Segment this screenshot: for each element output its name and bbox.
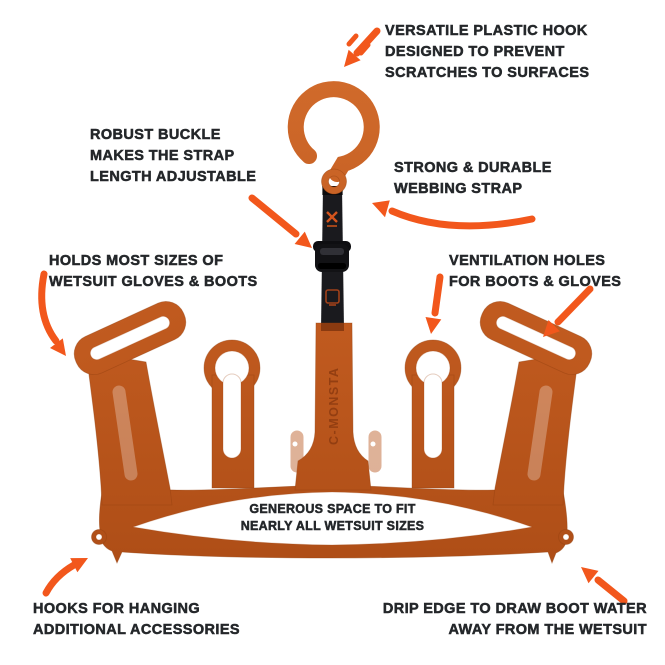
- wetsuit-opening: [131, 491, 534, 546]
- callout-strap: STRONG & DURABLE WEBBING STRAP: [394, 160, 552, 198]
- strap-socket: [321, 323, 344, 331]
- strap-logo: [326, 211, 338, 223]
- callout-holds: HOLDS MOST SIZES OF WETSUIT GLOVES & BOO…: [49, 253, 258, 291]
- arrow-to-buckle: [248, 194, 312, 248]
- embossed-brand: C-MONSTA: [327, 367, 341, 445]
- callout-accessory-hooks: HOOKS FOR HANGING ADDITIONAL ACCESSORIES: [33, 601, 240, 639]
- left-arm-slot: [112, 385, 138, 481]
- arrow-to-drip-edge: [581, 567, 628, 605]
- right-finger-hole: [370, 441, 376, 447]
- strap-buckle: [313, 241, 351, 272]
- left-finger-hole: [292, 441, 298, 447]
- arrow-to-hook: [344, 27, 381, 67]
- strap-logo-lower: [325, 289, 340, 306]
- callout-buckle: ROBUST BUCKLE MAKES THE STRAP LENGTH ADJ…: [90, 127, 257, 186]
- callout-hook: VERSATILE PLASTIC HOOK DESIGNED TO PREVE…: [385, 23, 590, 82]
- arrow-to-right-holder: [543, 285, 594, 337]
- callout-drip-edge: DRIP EDGE TO DRAW BOOT WATER AWAY FROM T…: [382, 601, 647, 639]
- arrow-to-right-vent-hole: [425, 273, 444, 334]
- right-arm-slot: [527, 385, 553, 481]
- right-end-hook-hole: [562, 533, 570, 541]
- webbing-strap: [313, 186, 351, 330]
- center-column: [294, 322, 372, 491]
- right-paddle-slot: [495, 315, 577, 361]
- hanger-hook: [287, 81, 380, 195]
- left-end-hook-hole: [95, 533, 103, 541]
- arrow-to-strap: [372, 200, 536, 230]
- hook-eye: [321, 168, 347, 195]
- left-paddle-slot: [89, 315, 171, 361]
- left-ventilation-hole: [214, 350, 250, 459]
- arrow-to-left-holder: [38, 270, 66, 356]
- callout-ventilation: VENTILATION HOLES FOR BOOTS & GLOVES: [449, 253, 622, 291]
- left-holder-arm: [85, 351, 173, 506]
- right-ventilation-hole: [415, 350, 451, 459]
- callout-space: GENEROUS SPACE TO FIT NEARLY ALL WETSUIT…: [240, 502, 425, 534]
- right-holder-arm: [492, 351, 580, 506]
- arrow-to-accessory-hook: [42, 558, 88, 597]
